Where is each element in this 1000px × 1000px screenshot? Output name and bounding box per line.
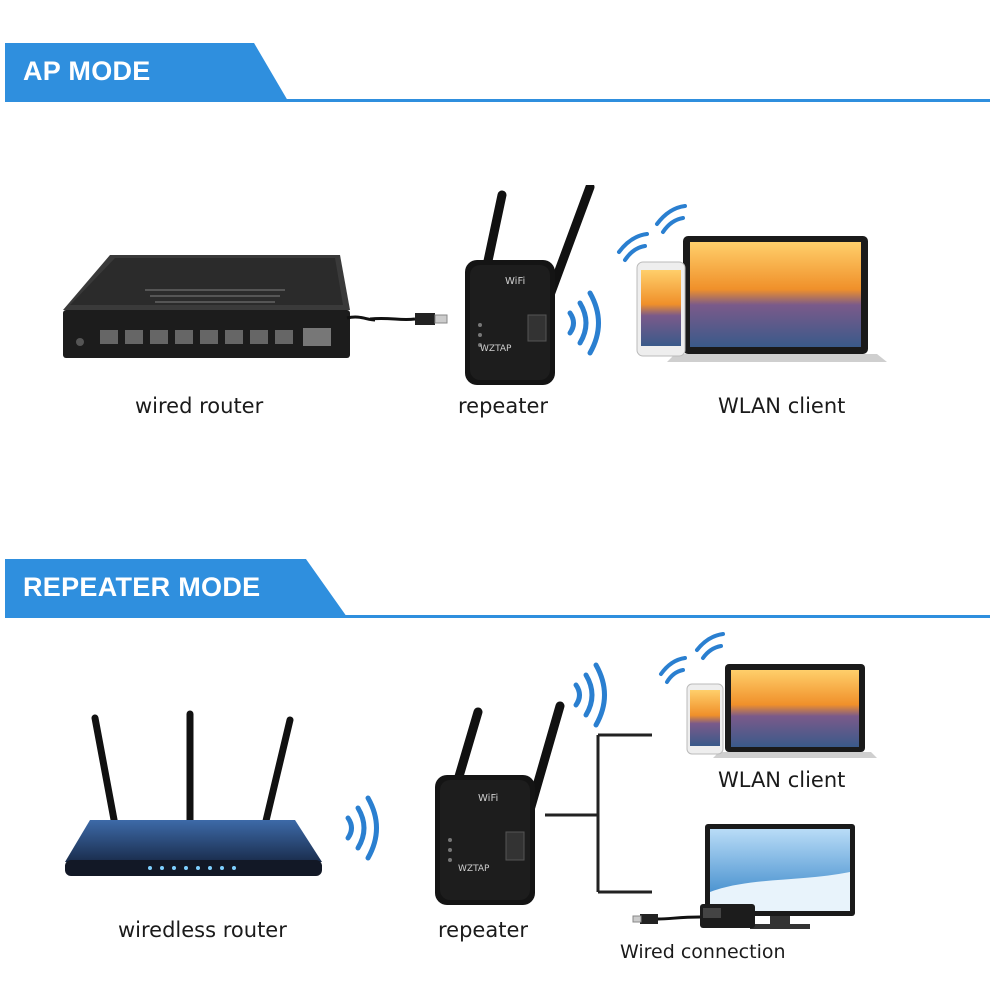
label-wired-connection: Wired connection (620, 941, 786, 963)
label-wired-router: wired router (135, 394, 264, 418)
repeater-mode-title: REPEATER MODE (23, 572, 261, 602)
wired-router-image (63, 255, 375, 358)
wifi-waves-repeater-rp-icon (573, 662, 607, 728)
repeater-brand-rp: WZTAP (458, 864, 490, 874)
wifi-waves-icon (567, 290, 601, 356)
repeater-mode-banner: REPEATER MODE (5, 559, 347, 617)
label-repeater-ap: repeater (458, 394, 548, 418)
connection-lines (545, 733, 652, 894)
label-wlan-client-ap: WLAN client (718, 394, 846, 418)
repeater-badge-rp: WiFi (478, 793, 499, 804)
label-repeater-rp: repeater (438, 918, 528, 942)
repeater-image-rp (435, 701, 565, 905)
repeater-mode-rule (5, 615, 990, 618)
ethernet-cable-ap (370, 313, 448, 325)
ap-mode-title: AP MODE (23, 56, 151, 86)
repeater-image-ap (465, 185, 595, 385)
wireless-router-image (65, 710, 322, 876)
repeater-brand-ap: WZTAP (480, 344, 512, 354)
label-wlan-client-rp: WLAN client (718, 768, 846, 792)
wlan-client-image-rp (659, 632, 877, 758)
label-wireless-router: wiredless router (118, 918, 287, 942)
ap-mode-banner: AP MODE (5, 43, 288, 101)
wlan-client-image-ap (617, 204, 887, 362)
ap-mode-rule (5, 99, 990, 102)
monitor-image (632, 824, 855, 929)
repeater-badge-ap: WiFi (505, 276, 526, 287)
wifi-waves-router-icon (345, 795, 379, 861)
